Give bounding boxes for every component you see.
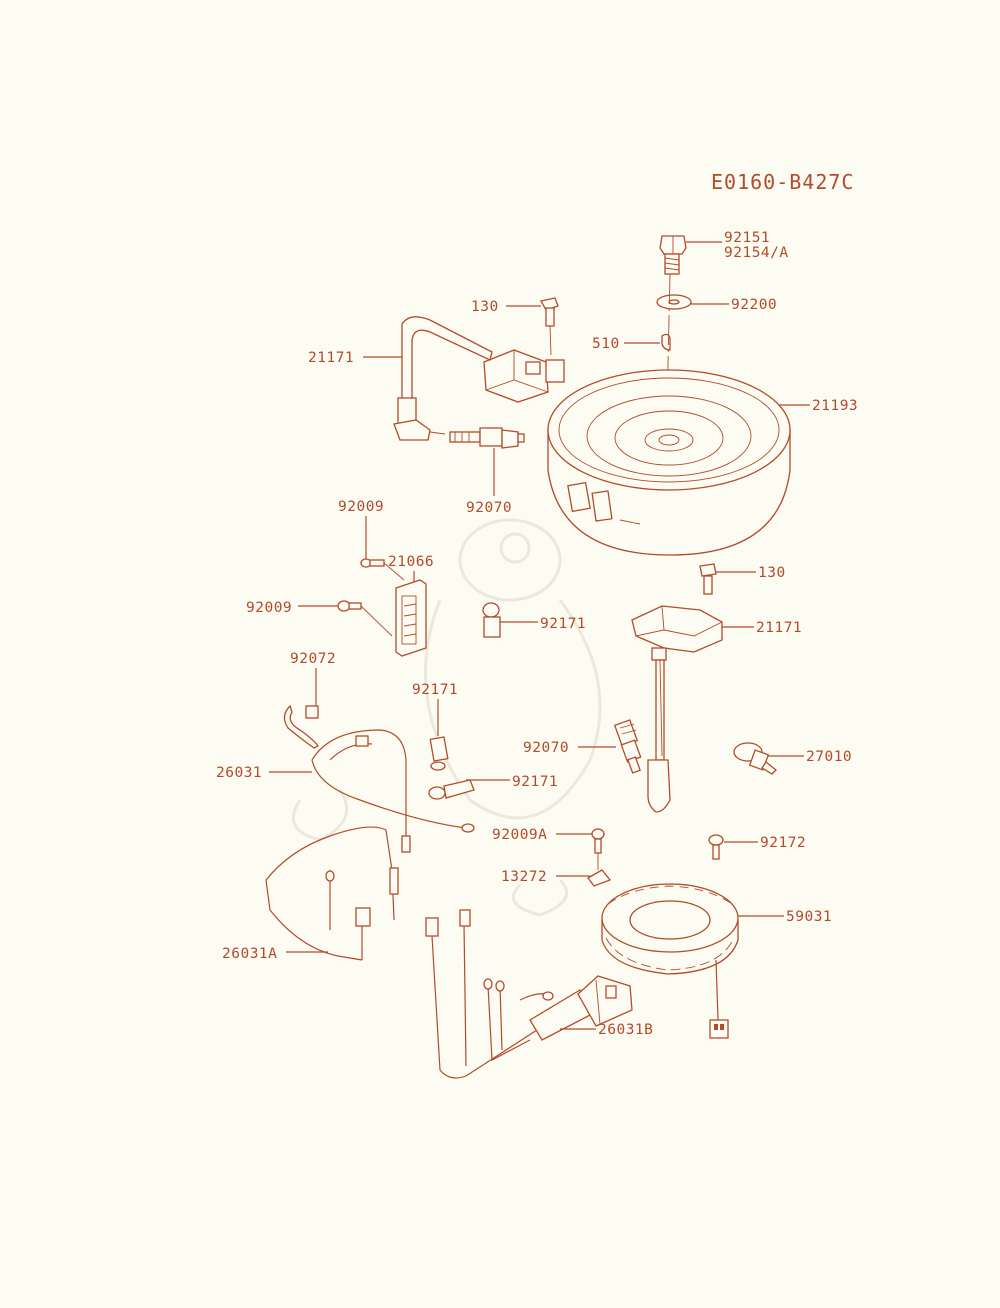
label-21193: 21193 xyxy=(812,398,858,414)
regulator xyxy=(395,579,427,657)
watermark-mascot xyxy=(291,518,602,917)
screw-92009-lower xyxy=(337,600,362,612)
label-92070-mid: 92070 xyxy=(523,740,569,756)
label-26031a: 26031A xyxy=(222,946,277,962)
wire-harness-b xyxy=(425,909,633,1079)
label-21171-mid: 21171 xyxy=(756,620,802,636)
stator xyxy=(601,883,739,1039)
label-21066: 21066 xyxy=(388,554,434,570)
woodruff-key xyxy=(661,333,671,351)
screw-92172 xyxy=(708,834,724,860)
label-92009-lower: 92009 xyxy=(246,600,292,616)
label-92070-top: 92070 xyxy=(466,500,512,516)
label-92172: 92172 xyxy=(760,835,806,851)
wire-harness xyxy=(311,729,475,853)
coil-bolt-mid xyxy=(699,563,717,595)
wire-harness-a xyxy=(265,826,399,961)
label-27010: 27010 xyxy=(806,749,852,765)
label-13272: 13272 xyxy=(501,869,547,885)
label-510: 510 xyxy=(592,336,620,352)
flywheel-washer xyxy=(656,294,692,310)
oil-pressure-switch xyxy=(733,742,777,775)
wire-clip xyxy=(283,704,319,749)
label-92171-left: 92171 xyxy=(412,682,458,698)
screw-92009a xyxy=(591,828,605,854)
terminal-cap-mid xyxy=(482,602,501,638)
label-92009-upper: 92009 xyxy=(338,499,384,515)
label-92154a: 92154/A xyxy=(724,245,789,261)
label-130-mid: 130 xyxy=(758,565,786,581)
label-92200: 92200 xyxy=(731,297,777,313)
label-92151: 92151 xyxy=(724,230,770,246)
ignition-coil-top xyxy=(393,316,565,441)
terminal-cap-left xyxy=(429,736,449,771)
label-59031: 59031 xyxy=(786,909,832,925)
label-92072: 92072 xyxy=(290,651,336,667)
diagram-code: E0160-B427C xyxy=(711,170,854,194)
coil-bolt-top xyxy=(540,297,559,327)
spark-plug-top xyxy=(449,427,525,449)
ignition-coil-mid xyxy=(631,605,723,813)
screw-92009-upper xyxy=(360,558,385,568)
label-130-top: 130 xyxy=(471,299,499,315)
label-26031: 26031 xyxy=(216,765,262,781)
ground-plate xyxy=(587,869,612,887)
label-26031b: 26031B xyxy=(598,1022,653,1038)
spark-plug-mid xyxy=(613,719,642,774)
label-92171-mid: 92171 xyxy=(540,616,586,632)
label-92009a: 92009A xyxy=(492,827,547,843)
flywheel xyxy=(547,369,791,556)
label-21171-top: 21171 xyxy=(308,350,354,366)
terminal-ring-lower xyxy=(428,779,475,800)
flywheel-bolt xyxy=(659,235,687,275)
label-92171-lower: 92171 xyxy=(512,774,558,790)
